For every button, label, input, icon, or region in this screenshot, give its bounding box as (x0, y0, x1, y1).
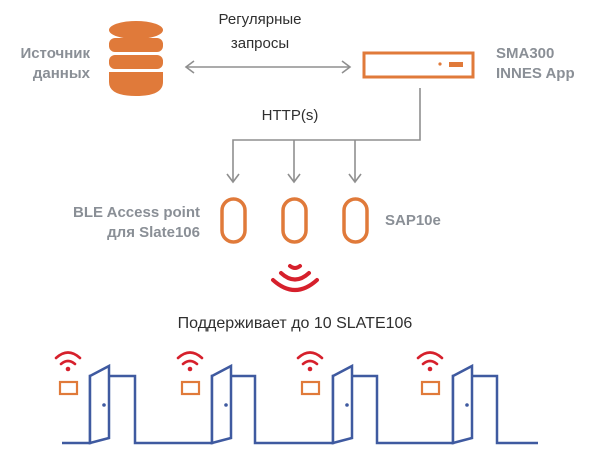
source-label: Источник данных (4, 44, 90, 84)
sma-label-line2: INNES App (496, 65, 575, 82)
wifi-icon (416, 351, 444, 372)
door-icon (451, 363, 474, 445)
database-icon (109, 21, 163, 96)
lock-device-icon (300, 380, 321, 396)
source-label-line2: данных (32, 65, 90, 82)
door-unit-4 (416, 351, 474, 445)
door-icon (88, 363, 111, 445)
door-icon (210, 363, 233, 445)
wireless-signal-icon (271, 264, 319, 292)
server-icon (362, 51, 475, 79)
requests-label-line1: Регулярные (218, 11, 302, 28)
door-unit-2 (176, 351, 233, 445)
ble-label-line1: BLE Access point (73, 204, 200, 221)
door-unit-1 (54, 351, 111, 445)
wifi-icon (296, 351, 324, 372)
sap-label: SAP10e (385, 212, 441, 229)
lock-device-icon (58, 380, 79, 396)
ble-label: BLE Access point для Slate106 (20, 203, 200, 243)
sync-arrow (184, 60, 352, 74)
http-connector (226, 88, 421, 184)
door-unit-3 (296, 351, 354, 445)
access-point-icon (220, 197, 247, 244)
sma-label-line1: SMA300 (496, 45, 555, 62)
wifi-icon (54, 351, 82, 372)
access-point-icon (342, 197, 369, 244)
protocol-label: HTTP(s) (261, 107, 319, 124)
source-label-line1: Источник (20, 45, 90, 62)
lock-device-icon (420, 380, 441, 396)
ble-label-line2: для Slate106 (107, 224, 200, 241)
door-icon (331, 363, 354, 445)
sma-label: SMA300 INNES App (496, 44, 592, 84)
support-label: Поддерживает до 10 SLATE106 (177, 315, 413, 332)
wifi-icon (176, 351, 204, 372)
requests-label: Регулярные запросы (190, 10, 330, 54)
requests-label-line2: запросы (230, 35, 290, 52)
access-point-icon (281, 197, 308, 244)
lock-device-icon (180, 380, 201, 396)
